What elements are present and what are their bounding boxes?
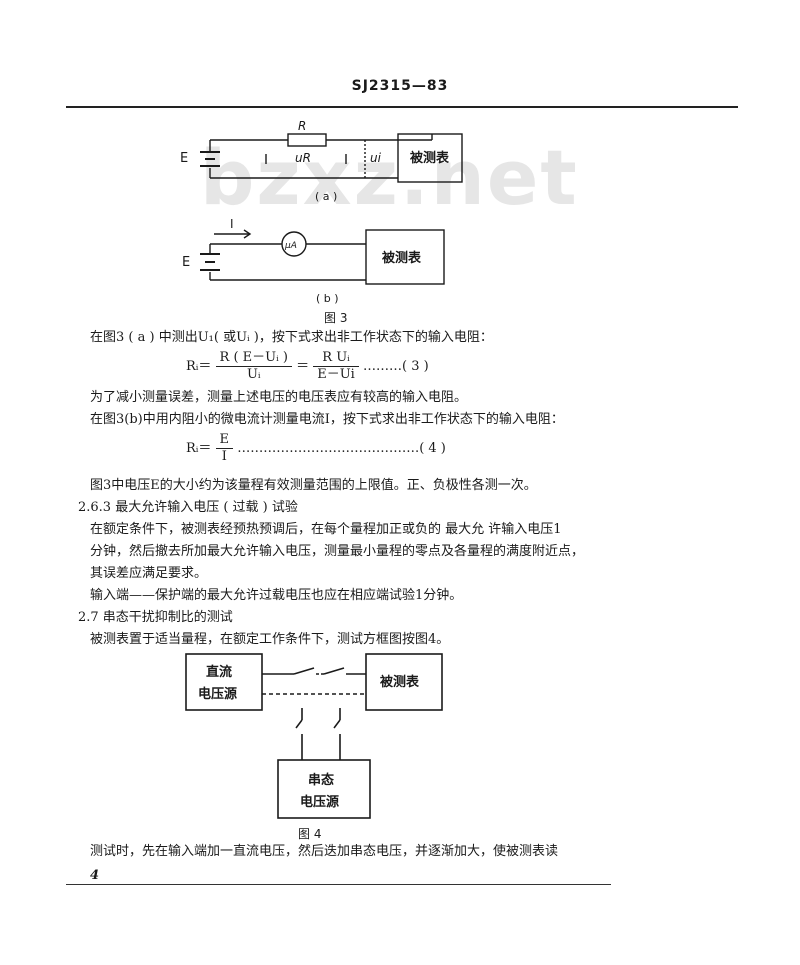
fig4-dc-source-line1: 直流 [206, 664, 232, 680]
fig4-dc-source-line2: 电压源 [198, 686, 237, 702]
fig3a-ur-label: uR [295, 151, 311, 165]
paragraph-input-protect: 输入端——保护端的最大允许过载电压也应在相应端试验1分钟。 [90, 588, 463, 603]
fig4-series-source-line2: 电压源 [300, 794, 339, 810]
paragraph-voltage-e: 图3中电压E的大小约为该量程有效测量范围的上限值。正、负极性各测一次。 [90, 478, 537, 493]
fig3a-r-label: R [298, 119, 306, 133]
figure-4-block-diagram: 直流 电压源 被测表 串态 电压源 图 4 [185, 653, 443, 841]
figure-3a-circuit: E R uR ui 被测表 ( a ) [180, 119, 463, 203]
document-number: SJ2315—83 [351, 78, 449, 94]
eq3-fraction-2: R Uᵢ E－Ui [313, 350, 359, 383]
eq3-number: ………( 3 ) [362, 359, 429, 374]
fig3b-e-label: E [182, 255, 190, 270]
eq4-number: ……………………………………( 4 ) [237, 441, 446, 456]
equation-3: Rᵢ＝ R ( E－Uᵢ ) Uᵢ ＝ R Uᵢ E－Ui ………( 3 ) [186, 350, 429, 383]
footer-rule [66, 884, 611, 885]
fig3a-e-label: E [180, 151, 188, 166]
fig3b-ua-label: μA [284, 241, 297, 251]
header-rule [66, 106, 738, 108]
fig3b-meter-label: 被测表 [381, 250, 422, 266]
fig3b-caption: ( b ) [316, 292, 339, 305]
eq4-denominator: I [221, 449, 227, 464]
eq4-lhs: Rᵢ＝ [186, 441, 212, 456]
fig4-meter-label: 被测表 [379, 674, 420, 690]
fig4-label: 图 4 [298, 827, 321, 841]
equation-4: Rᵢ＝ E I ……………………………………( 4 ) [186, 432, 446, 465]
eq3-fraction-1: R ( E－Uᵢ ) Uᵢ [215, 350, 292, 383]
section-2-6-3-heading: 2.6.3 最大允许输入电压 ( 过载 ) 试验 [78, 500, 298, 515]
fig3a-meter-label: 被测表 [409, 150, 450, 166]
page-number: 4 [90, 868, 100, 883]
fig3-label: 图 3 [324, 311, 347, 325]
paragraph-overload-1: 在额定条件下，被测表经预热预调后，在每个量程加正或负的 最大允 许输入电压1 [90, 522, 562, 537]
fig3b-i-label: I [230, 217, 234, 231]
eq4-fraction: E I [215, 432, 234, 465]
figure-3b-circuit: I μA E 被测表 ( b ) 图 3 [182, 217, 445, 325]
eq4-numerator: E [215, 432, 234, 449]
eq3-numerator-1: R ( E－Uᵢ ) [215, 350, 292, 367]
paragraph-overload-3: 其误差应满足要求。 [90, 566, 208, 581]
paragraph-fig3a-intro: 在图3 ( a ) 中测出U₁( 或Uᵢ )，按下式求出非工作状态下的输入电阻： [90, 330, 493, 345]
fig3a-ui-label: ui [370, 151, 382, 165]
eq3-denominator-1: Uᵢ [246, 367, 261, 382]
eq3-denominator-2: E－Ui [317, 367, 355, 382]
paragraph-reduce-error: 为了减小测量误差，测量上述电压的电压表应有较高的输入电阻。 [90, 390, 468, 405]
eq3-lhs: Rᵢ＝ [186, 359, 212, 374]
fig4-series-source-line1: 串态 [308, 772, 334, 788]
paragraph-test-procedure: 测试时，先在输入端加一直流电压，然后迭加串态电压，并逐渐加大，使被测表读 [90, 844, 559, 859]
eq3-numerator-2: R Uᵢ [313, 350, 359, 367]
paragraph-fig3b-intro: 在图3(b)中用内阻小的微电流计测量电流I，按下式求出非工作状态下的输入电阻： [90, 412, 564, 427]
paragraph-fig4-intro: 被测表置于适当量程，在额定工作条件下，测试方框图按图4。 [90, 632, 450, 647]
section-2-7-heading: 2.7 串态干扰抑制比的测试 [78, 610, 233, 625]
paragraph-overload-2: 分钟，然后撤去所加最大允许输入电压，测量最小量程的零点及各量程的满度附近点， [90, 544, 585, 559]
fig3a-caption: ( a ) [315, 190, 337, 203]
eq3-equals: ＝ [296, 359, 310, 374]
